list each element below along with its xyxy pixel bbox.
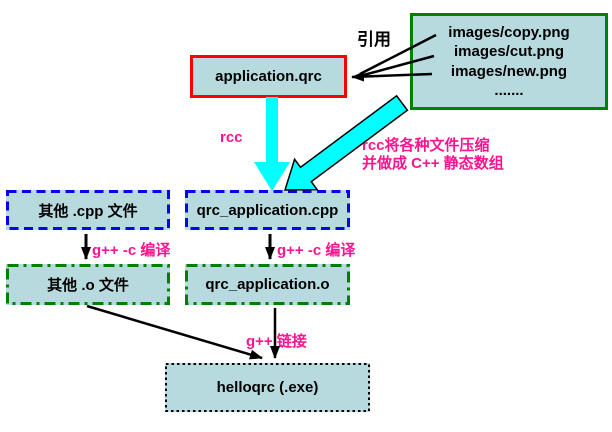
link-label: g++ 链接 <box>246 333 307 350</box>
rcc-note-label: rcc将各种文件压缩 并做成 C++ 静态数组 <box>362 137 504 173</box>
reference-label: 引用 <box>357 30 391 49</box>
resource-file-name: images/new.png <box>450 62 568 80</box>
application-qrc-box: application.qrc <box>190 55 347 98</box>
application-qrc-label: application.qrc <box>215 68 322 85</box>
resource-file-name: images/copy.png <box>448 23 570 41</box>
helloqrc-exe-label: helloqrc (.exe) <box>216 379 319 396</box>
compile-left-label: g++ -c 编译 <box>92 242 171 259</box>
qrc-application-cpp-label: qrc_application.cpp <box>196 201 339 219</box>
rcc-label: rcc <box>220 129 243 146</box>
resource-file-name: images/cut.png <box>453 43 565 60</box>
rcc-arrow <box>254 97 290 191</box>
other-cpp-label: 其他 .cpp 文件 <box>38 202 138 220</box>
compile-right-label: g++ -c 编译 <box>277 242 356 259</box>
helloqrc-exe-box: helloqrc (.exe) <box>165 363 370 412</box>
other-o-label: 其他 .o 文件 <box>47 277 129 294</box>
qrc-application-o-label: qrc_application.o <box>205 276 330 293</box>
link-left-arrow <box>86 304 263 360</box>
qrc-application-cpp-box: qrc_application.cpp <box>185 190 350 230</box>
resource-files-ellipsis: ....... <box>494 82 524 99</box>
other-o-box: 其他 .o 文件 <box>6 264 170 305</box>
rcc-note-line1: rcc将各种文件压缩 <box>362 137 490 154</box>
resource-files-box: images/copy.png images/cut.png images/ne… <box>410 13 608 110</box>
other-cpp-box: 其他 .cpp 文件 <box>6 190 170 230</box>
rcc-note-line2: 并做成 C++ 静态数组 <box>362 155 504 172</box>
qrc-application-o-box: qrc_application.o <box>185 264 350 305</box>
